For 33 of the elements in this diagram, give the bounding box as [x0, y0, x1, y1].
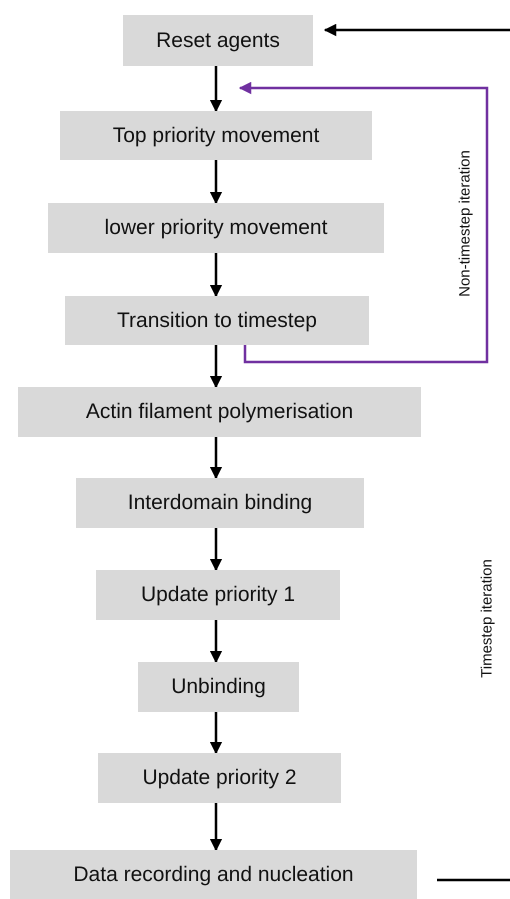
step-label: Reset agents	[156, 28, 280, 52]
step-label: Update priority 1	[140, 583, 296, 607]
process-box	[60, 111, 372, 160]
arrow	[210, 620, 222, 664]
process-box	[65, 296, 369, 345]
arrow	[210, 345, 222, 388]
step-label: Top priority movement	[112, 124, 320, 148]
arrow	[210, 712, 222, 754]
step-label: Actin filament polymerisation	[86, 400, 354, 424]
edge-label: Non-timestep iteration	[456, 149, 474, 298]
arrow	[210, 160, 222, 204]
loop-label: Timestep iteration	[478, 558, 496, 680]
process-box	[96, 570, 340, 620]
step-label: Update priority 2	[142, 766, 297, 790]
step-label: lower priority movement	[104, 216, 328, 240]
process-box	[138, 662, 299, 712]
step-label: Interdomain binding	[128, 491, 312, 515]
arrow	[210, 253, 222, 298]
arrow	[210, 66, 222, 112]
process-box	[48, 203, 384, 253]
process-box	[76, 478, 364, 528]
arrow	[238, 82, 488, 364]
process-box	[18, 387, 421, 437]
step-label: Transition to timestep	[117, 308, 317, 332]
process-box	[98, 753, 341, 803]
step-label: Data recording and nucleation	[73, 862, 354, 886]
arrow	[210, 803, 222, 852]
arrow	[210, 437, 222, 480]
arrow	[324, 24, 510, 36]
arrow	[210, 528, 222, 572]
step-label: Unbinding	[171, 675, 266, 699]
process-box	[10, 850, 417, 899]
process-box	[123, 15, 313, 66]
